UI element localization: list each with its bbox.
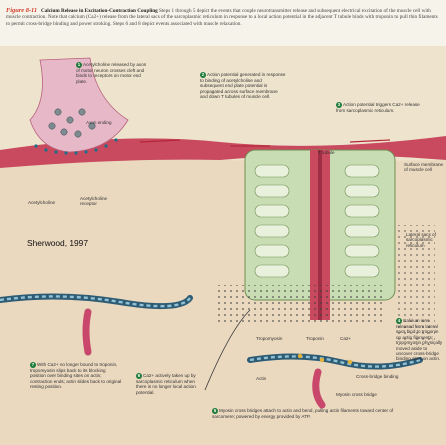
troponin-label: Troponin bbox=[306, 336, 324, 341]
t-tubule-label: T tubule bbox=[318, 150, 335, 155]
surface-membrane-label: Surface membrane of muscle cell bbox=[404, 162, 444, 173]
myosin-head-relaxed bbox=[86, 312, 88, 352]
acetylcholine-label: Acetylcholine bbox=[28, 200, 55, 205]
actin-label: Actin bbox=[256, 376, 266, 381]
myosin-label: Myosin cross bridge bbox=[336, 392, 377, 397]
cross-bridge-label: Cross-bridge binding bbox=[356, 374, 398, 379]
source-credit: Sherwood, 1997 bbox=[27, 238, 88, 248]
calcium-label: Ca2+ bbox=[340, 336, 351, 341]
axon-ending-label: Axon ending bbox=[86, 120, 112, 125]
receptor-label: Acetylcholine receptor bbox=[80, 196, 114, 207]
figure-caption: Figure 8-11 Calcium Release in Excitatio… bbox=[6, 8, 442, 27]
figure-number: Figure 8-11 bbox=[6, 7, 37, 14]
calcium-cloud bbox=[215, 285, 385, 325]
lateral-sacs-label: Lateral sacs of sarcoplasmic reticulum bbox=[406, 232, 444, 248]
tropomyosin-label: Tropomyosin bbox=[256, 336, 282, 341]
